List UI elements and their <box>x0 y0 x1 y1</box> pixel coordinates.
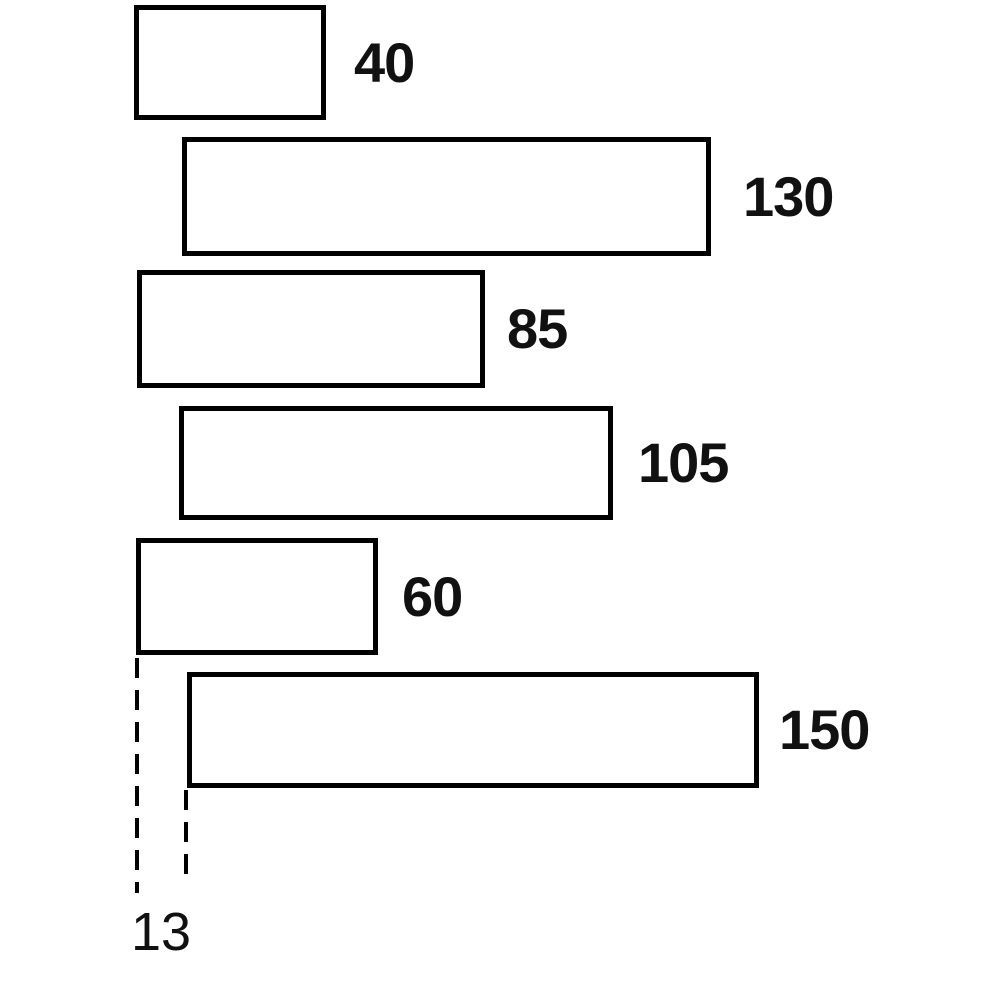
bar-value-label: 130 <box>743 164 834 228</box>
bar-rect <box>136 538 378 655</box>
bar-value-label: 40 <box>354 30 415 94</box>
bar-rect <box>182 137 711 256</box>
offset-label: 13 <box>131 902 192 962</box>
bar-rect <box>137 270 485 388</box>
bar-value-label: 60 <box>402 564 463 628</box>
bar-value-label: 150 <box>779 698 870 761</box>
dashed-guide-line <box>135 658 139 893</box>
dashed-guide-line <box>184 790 188 878</box>
bar-rect <box>134 5 326 120</box>
bar-rect <box>179 406 613 520</box>
bar-value-label: 105 <box>638 431 729 494</box>
bar-rect <box>187 672 759 788</box>
bar-value-label: 85 <box>507 297 568 360</box>
